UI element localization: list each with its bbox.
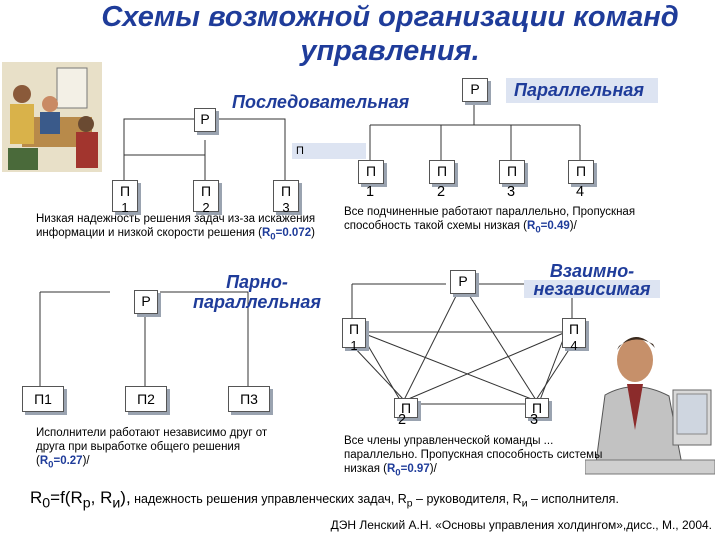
independent-leader-box: Р: [450, 270, 476, 294]
member-number: 4: [570, 338, 578, 353]
pair-parallel-member-1: П1: [22, 386, 64, 412]
independent-member-3-num: 3: [530, 412, 539, 428]
label-line-1: Парно-: [226, 272, 288, 292]
independent-member-1: П 1: [342, 318, 366, 352]
note-text: Исполнители работают независимо друг от …: [36, 427, 268, 467]
parallel-small-box: П: [292, 143, 366, 159]
note-r: R: [261, 227, 271, 239]
sequential-member-1: П 1: [112, 180, 138, 215]
independent-leader-label: Р: [458, 273, 468, 289]
parallel-leader-label: Р: [470, 81, 480, 97]
note-end: )/: [569, 220, 577, 232]
member-number: 1: [350, 338, 358, 353]
sequential-member-2: П 2: [193, 180, 219, 215]
note-end: ): [311, 227, 315, 239]
note-value: =0.27: [53, 455, 83, 467]
parallel-label: Параллельная: [506, 78, 658, 103]
member-name: П: [119, 183, 131, 199]
independent-member-4: П 4: [562, 318, 586, 352]
pair-parallel-leader-box: Р: [134, 290, 158, 314]
sequential-leader-box: Р: [194, 108, 216, 132]
note-value: =0.49: [540, 220, 570, 232]
pair-parallel-note: Исполнители работают независимо друг от …: [36, 426, 296, 472]
businessman-clipart-icon: [585, 336, 715, 475]
independent-member-2: П: [394, 398, 418, 418]
formula-text: надежность решения управленческих задач,…: [130, 492, 619, 510]
f-ri-sub: и: [112, 495, 121, 512]
parallel-member-4-num: 4: [576, 184, 585, 200]
member-name: П: [348, 321, 360, 337]
note-text: Низкая надежность решения задач из-за ис…: [36, 213, 316, 239]
f-eq: =f(R: [50, 488, 83, 507]
independent-member-2-num: 2: [398, 412, 407, 428]
note-end: )/: [82, 455, 90, 467]
parallel-member-3-num: 3: [507, 184, 516, 200]
member-number: 1: [121, 200, 129, 215]
member-name: П: [200, 183, 212, 199]
parallel-member-1: П: [358, 160, 384, 184]
member-name: П: [506, 163, 518, 179]
member-number: 3: [282, 200, 290, 215]
pair-parallel-leader-label: Р: [141, 293, 151, 309]
member-number: 2: [202, 200, 210, 215]
note-value: =0.97: [400, 463, 430, 475]
note-end: )/: [429, 463, 437, 475]
page-title: Схемы возможной организации команд управ…: [101, 1, 679, 67]
note-sub: 0: [270, 231, 276, 243]
parallel-member-1-num: 1: [366, 184, 375, 200]
pair-parallel-label: Парно- параллельная: [190, 272, 324, 312]
note-text: Все подчиненные работают параллельно, Пр…: [344, 206, 636, 232]
note-value: =0.072: [275, 227, 312, 239]
member-name: П: [365, 163, 377, 179]
sequential-leader-label: Р: [200, 111, 210, 127]
member-name: П: [531, 400, 543, 416]
member-name: П: [575, 163, 587, 179]
f-close: ),: [120, 488, 131, 507]
note-r: R: [39, 455, 49, 467]
note-r: R: [386, 463, 396, 475]
f-r0: R: [30, 488, 43, 507]
parallel-member-2-num: 2: [437, 184, 446, 200]
independent-note: Все члены управленческой команды ... пар…: [344, 434, 604, 480]
f-t-end: – исполнителя.: [527, 492, 619, 506]
source-citation: ДЭН Ленский А.Н. «Основы управления холд…: [330, 518, 712, 532]
label-line-2: независимая: [533, 279, 651, 299]
f-r0-sub: 0: [42, 495, 51, 512]
parallel-leader-box: Р: [462, 78, 488, 102]
f-comma: , R: [90, 488, 113, 507]
note-sub: 0: [395, 467, 401, 479]
formula-line: R0=f(Rр, Rи), надежность решения управле…: [30, 488, 710, 511]
sequential-note: Низкая надежность решения задач из-за ис…: [36, 212, 332, 244]
note-r: R: [527, 220, 536, 232]
sequential-member-3: П 3: [273, 180, 299, 215]
f-t-rp-sub: р: [406, 498, 413, 510]
label-line-1: Взаимно-: [549, 261, 635, 281]
label-line-2: параллельная: [193, 292, 321, 312]
independent-member-3: П: [525, 398, 549, 418]
f-t-mid: – руководителя, R: [412, 492, 522, 506]
note-sub: 0: [48, 459, 54, 471]
member-name: П: [436, 163, 448, 179]
member-name: П: [400, 400, 412, 416]
pair-parallel-member-2: П2: [125, 386, 167, 412]
f-t-ri-sub: и: [521, 498, 528, 510]
f-text: надежность решения управленческих задач,…: [130, 492, 407, 506]
pair-parallel-member-3: П3: [228, 386, 270, 412]
parallel-member-4: П: [568, 160, 594, 184]
note-sub: 0: [535, 224, 541, 236]
formula: R0=f(Rр, Rи),: [30, 488, 131, 511]
independent-label: Взаимно- независимая: [524, 262, 660, 298]
sequential-label: Последовательная: [232, 92, 410, 112]
parallel-note: Все подчиненные работают параллельно, Пр…: [344, 205, 644, 237]
parallel-member-2: П: [429, 160, 455, 184]
f-rp-sub: р: [82, 495, 91, 512]
member-name: П: [568, 321, 580, 337]
member-name: П: [280, 183, 292, 199]
note-text: Все члены управленческой команды ... пар…: [344, 435, 603, 475]
parallel-member-3: П: [499, 160, 525, 184]
meeting-clipart-icon: [2, 62, 102, 172]
